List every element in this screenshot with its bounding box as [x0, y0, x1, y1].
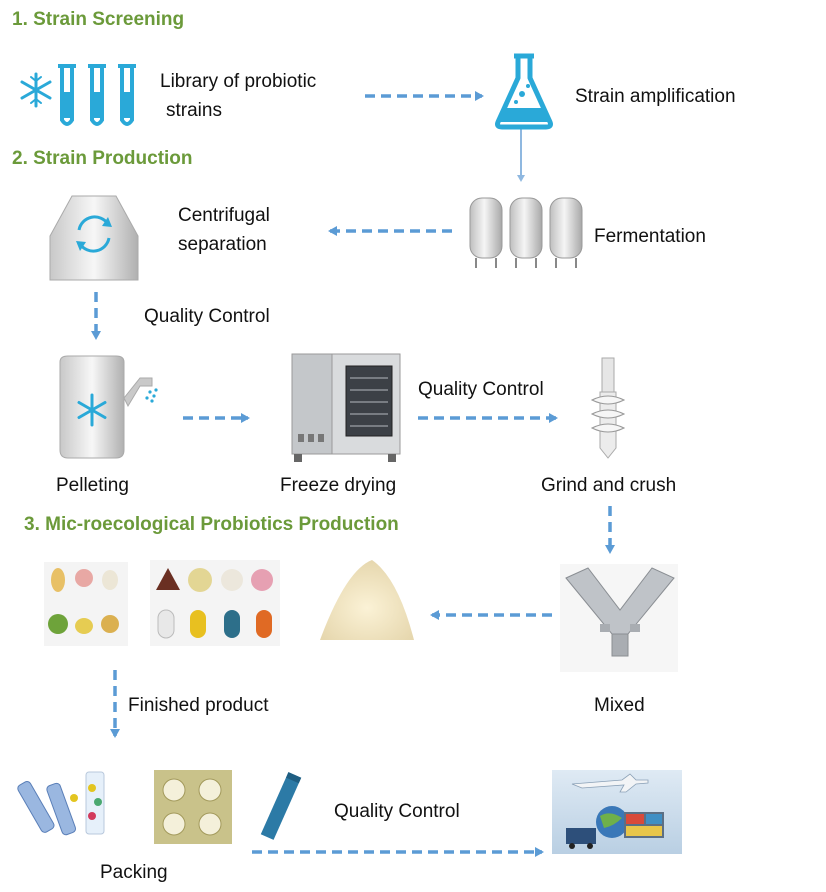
label-library: Library of probiotic [160, 67, 316, 96]
section-heading-screening: 1. Strain Screening [12, 9, 185, 30]
label-quality-control-1: Quality Control [144, 306, 270, 327]
label-centrifugal: Centrifugal [178, 201, 270, 230]
label-finished-product: Finished product [128, 695, 269, 716]
label-mixed: Mixed [594, 695, 645, 716]
blister-pack-icon [154, 770, 232, 844]
label-centrifugal-2: separation [178, 230, 267, 259]
snowflake-icon [20, 72, 52, 108]
label-freeze-drying: Freeze drying [280, 475, 397, 496]
label-grind-crush: Grind and crush [541, 475, 677, 496]
label-library-2: strains [166, 96, 222, 125]
flask-icon [495, 53, 553, 130]
grinding-screw-icon [590, 357, 626, 459]
test-tubes-icon [58, 64, 136, 126]
label-quality-control-2: Quality Control [418, 379, 544, 400]
pelleting-tank-icon [59, 355, 158, 459]
section-heading-microecological: 3. Mic-roecological Probiotics Productio… [24, 514, 399, 535]
powder-pile-icon [320, 560, 414, 640]
label-packing: Packing [100, 862, 168, 883]
sachet-stick-icon [260, 772, 302, 840]
section-heading-production: 2. Strain Production [12, 148, 193, 169]
centrifuge-icon [49, 195, 139, 281]
logistics-icon [552, 770, 682, 854]
freeze-dryer-icon [291, 353, 401, 462]
vials-icon [17, 771, 105, 836]
fermentation-tanks-icon [469, 197, 583, 268]
label-amplification: Strain amplification [575, 86, 736, 107]
label-centrifugal-line2: separation [178, 234, 267, 255]
label-library-line1: Library of probiotic [160, 71, 317, 92]
shaped-tablets-icon [44, 562, 128, 646]
label-quality-control-3: Quality Control [334, 801, 460, 822]
v-mixer-icon [560, 564, 678, 672]
label-pelleting: Pelleting [56, 475, 129, 496]
capsules-icon [150, 560, 280, 646]
label-centrifugal-line1: Centrifugal [178, 205, 270, 226]
label-library-line2: strains [166, 100, 222, 121]
label-fermentation: Fermentation [594, 226, 706, 247]
